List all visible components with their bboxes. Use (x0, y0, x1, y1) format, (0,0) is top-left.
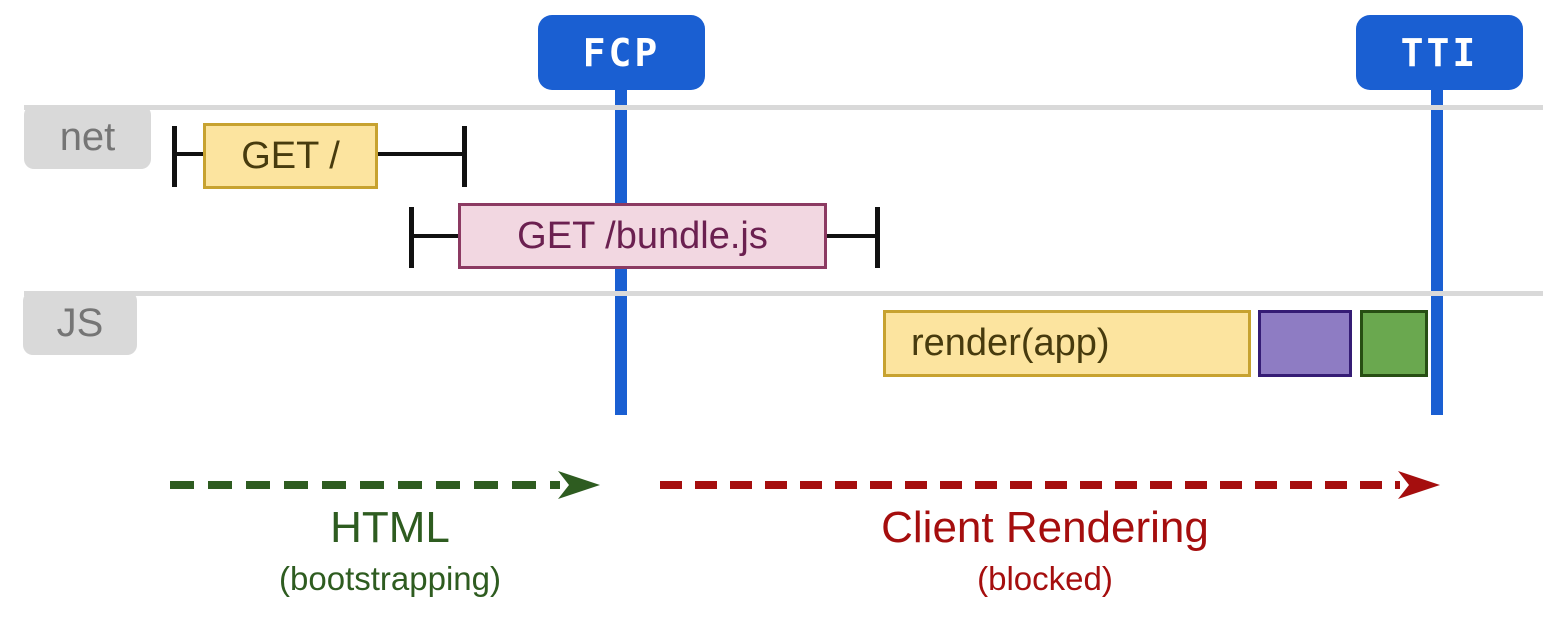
net-lane-label: net (24, 105, 151, 169)
fcp-badge: FCP (538, 15, 705, 90)
get-bundle-right-connector (827, 234, 878, 238)
net-lane-line (24, 105, 1543, 110)
get-root-left-connector (172, 152, 203, 156)
html-phase-arrow (170, 471, 600, 499)
get-root-right-whisker (462, 126, 467, 187)
client-rendering-phase-label: Client Rendering (blocked) (845, 503, 1245, 597)
client-rendering-phase-arrow (660, 471, 1440, 499)
get-bundle-left-connector (409, 234, 458, 238)
get-bundle-right-whisker (875, 207, 880, 268)
js-task-purple-block (1258, 310, 1352, 377)
get-bundle-bar: GET /bundle.js (458, 203, 827, 269)
html-phase-subtitle: (bootstrapping) (279, 560, 501, 597)
get-root-right-connector (378, 152, 465, 156)
render-app-bar: render(app) (883, 310, 1251, 377)
get-root-left-whisker (172, 126, 177, 187)
client-rendering-phase-title: Client Rendering (881, 503, 1209, 552)
tti-badge: TTI (1356, 15, 1523, 90)
js-lane-line (24, 291, 1543, 296)
js-task-green-block (1360, 310, 1428, 377)
html-phase-label: HTML (bootstrapping) (215, 503, 565, 597)
html-phase-title: HTML (330, 503, 450, 552)
get-root-bar: GET / (203, 123, 378, 189)
client-rendering-phase-subtitle: (blocked) (977, 560, 1113, 597)
tti-marker-line (1431, 88, 1443, 415)
js-lane-label: JS (23, 291, 137, 355)
